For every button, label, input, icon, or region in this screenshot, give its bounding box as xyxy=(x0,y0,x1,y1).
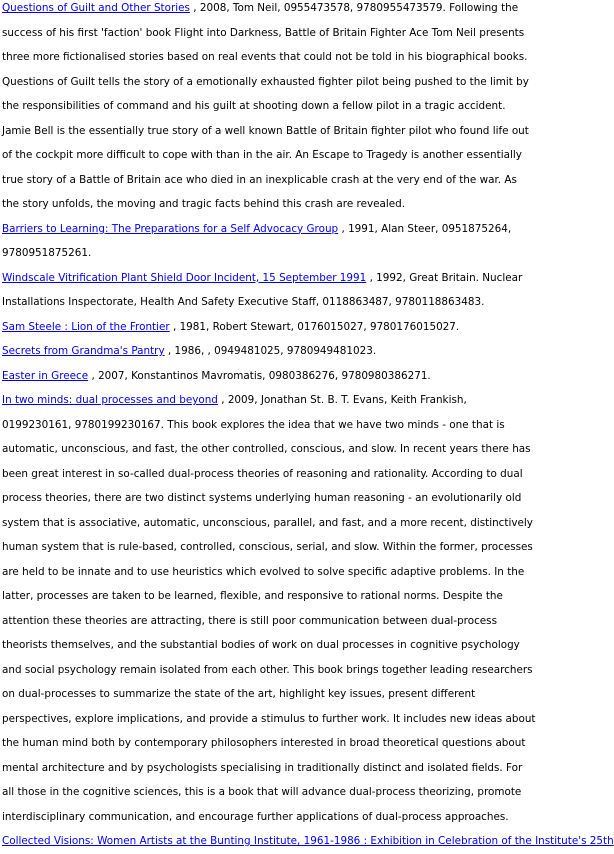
list-item: Collected Visions: Women Artists at the … xyxy=(2,829,614,854)
book-title-link[interactable]: Collected Visions: Women Artists at the … xyxy=(2,835,614,847)
book-meta: , 2008, Tom Neil, 0955473578, 9780955473… xyxy=(193,2,446,14)
book-meta: , 1981, Robert Stewart, 0176015027, 9780… xyxy=(172,320,460,333)
list-item: Secrets from Grandma's Pantry , 1986, , … xyxy=(2,339,536,364)
book-title-link[interactable]: Secrets from Grandma's Pantry xyxy=(2,345,165,357)
book-title-link[interactable]: Windscale Vitrification Plant Shield Doo… xyxy=(2,271,367,284)
book-title-link[interactable]: Sam Steele : Lion of the Frontier xyxy=(2,320,170,333)
list-item: Barriers to Learning: The Preparations f… xyxy=(2,217,536,266)
list-item: Questions of Guilt and Other Stories , 2… xyxy=(2,0,536,217)
book-description: Following the success of his first 'fact… xyxy=(2,2,529,210)
book-meta: , 2007, Konstantinos Mavromatis, 0980386… xyxy=(91,369,431,382)
book-meta: , 1991, Alan Steer, 0951875264, 97809518… xyxy=(2,222,512,260)
book-meta: , 1986, , 0949481025, 9780949481023. xyxy=(167,345,377,357)
book-meta: , 1992, Great Britain. Nuclear Installat… xyxy=(2,271,523,309)
book-title-link[interactable]: Barriers to Learning: The Preparations f… xyxy=(2,222,339,235)
list-item: Windscale Vitrification Plant Shield Doo… xyxy=(2,266,536,315)
list-item: Easter in Greece , 2007, Konstantinos Ma… xyxy=(2,364,536,389)
book-meta: , 2009, Jonathan St. B. T. Evans, Keith … xyxy=(2,394,467,431)
list-item: Sam Steele : Lion of the Frontier , 1981… xyxy=(2,315,536,340)
book-title-link[interactable]: Easter in Greece xyxy=(2,369,89,382)
book-title-link[interactable]: In two minds: dual processes and beyond xyxy=(2,394,218,406)
book-title-link[interactable]: Questions of Guilt and Other Stories xyxy=(2,2,190,14)
book-description: This book explores the idea that we have… xyxy=(2,418,536,823)
list-item: In two minds: dual processes and beyond … xyxy=(2,388,536,829)
